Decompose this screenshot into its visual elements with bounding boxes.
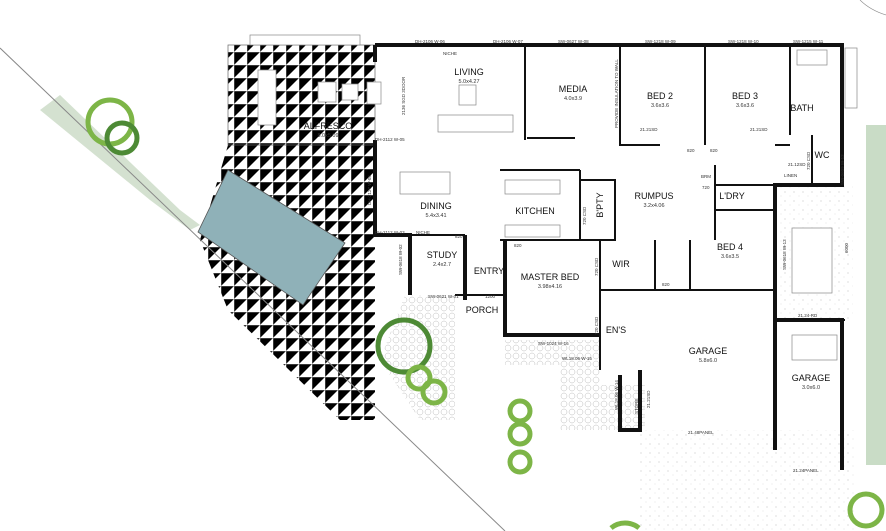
door-width: 820 [455, 234, 463, 239]
window-code: SW-0618 W-02 [398, 244, 403, 275]
room-name-store: STORE [634, 399, 639, 414]
door-code: 720 CSD [594, 316, 599, 335]
room-size: 5.8x6.0 [699, 358, 717, 364]
door-code: 21.12SD [788, 162, 806, 167]
trees [85, 97, 885, 531]
window-code: SW-0621 W-01 [428, 294, 459, 299]
window-code: DH-2112 W-05 [375, 137, 405, 142]
window-code: SW-0627 W-08 [558, 39, 589, 44]
room-name-alfresco: ALFRESCO [304, 121, 353, 131]
room-name-brm: BRM [701, 174, 711, 179]
room-size: 4.0x3.9 [564, 96, 582, 102]
neighbour-hatch [866, 125, 886, 465]
window-code: SW-1218 W-09 [645, 39, 676, 44]
niche-label: NICHE [443, 51, 457, 56]
room-labels: ALFRESCO 8.0x5.09 LIVING 5.0x4.27 MEDIA 4.0… [304, 67, 831, 414]
room-name-bed4: BED 4 [717, 242, 743, 252]
driveway [640, 430, 855, 531]
room-name-dining: DINING [420, 201, 452, 211]
room-size: 5.0x4.27 [458, 79, 479, 85]
door-width: 720 [702, 185, 710, 190]
annotations: DH-2106 W-06 DH-2106 W-07 SW-0627 W-08 S… [367, 39, 849, 473]
room-name-master-bed: MASTER BED [521, 272, 580, 282]
window-code: WL18.06 W-15 [562, 356, 592, 361]
door-code: 21.24-RD [798, 313, 818, 318]
window-code: SW-0618 W-13 [782, 239, 787, 270]
door-code: 720 CSD [806, 151, 811, 170]
door-code: 2136 SGD 3DOOR [401, 76, 406, 115]
door-width: 820 [710, 148, 718, 153]
room-name-kitchen: KITCHEN [515, 206, 555, 216]
door-code: 21.21SD [750, 127, 768, 132]
room-size: 5.4x3.41 [425, 213, 446, 219]
door-code: 720 CSD [582, 206, 587, 225]
door-code: 720 CSD [594, 257, 599, 276]
room-name-bed3: BED 3 [732, 91, 758, 101]
niche-label: NICHE [416, 230, 430, 235]
window-code: SW-1215 W-11 [793, 39, 824, 44]
room-name-wir: WIR [612, 259, 630, 269]
window-code: SW-1218 W-10 [728, 39, 759, 44]
room-name-entry: ENTRY [474, 266, 504, 276]
window-code: SW-1024 W-16 [538, 341, 569, 346]
window-code: DH-2127 W-04 [367, 175, 372, 205]
room-name-bath: BATH [790, 103, 813, 113]
room-name-media: MEDIA [559, 84, 588, 94]
window-code: DH-2106 W-07 [493, 39, 523, 44]
door-width: 820 [514, 243, 522, 248]
room-name-butlers-pantry: B'PTY [595, 192, 605, 217]
door-width: 1200 [485, 294, 496, 299]
room-size: 3.2x4.06 [643, 203, 664, 209]
room-name-rumpus: RUMPUS [634, 191, 673, 201]
garden-bed [505, 340, 645, 430]
room-size: 8.0x5.09 [317, 133, 338, 139]
window-code: WL18.06 W-14 [614, 380, 619, 410]
pool [197, 169, 346, 306]
room-name-bed2: BED 2 [647, 91, 673, 101]
room-name-living: LIVING [454, 67, 484, 77]
door-width: 820 [687, 148, 695, 153]
room-name-garage-main: GARAGE [689, 346, 728, 356]
room-size: 3.0x6.0 [802, 385, 820, 391]
garage-door-code: 21.48PANEL [688, 430, 714, 435]
room-name-porch: PORCH [466, 305, 499, 315]
room-size: 3.6x3.5 [721, 254, 739, 260]
room-name-garage-second: GARAGE [792, 373, 831, 383]
window-code: SW-0609 W-12 [840, 154, 845, 185]
door-code: 21.21SD [640, 127, 658, 132]
door-width: 820 [662, 282, 670, 287]
boundary-top [859, 0, 886, 16]
room-name-wc: WC [815, 150, 830, 160]
room-size: 2.4x2.7 [433, 262, 451, 268]
window-code: DH-2112 W-03 [375, 230, 405, 235]
room-size: 3.6x3.6 [651, 103, 669, 109]
room-name-linen: LINEN [784, 173, 797, 178]
room-name-study: STUDY [427, 250, 458, 260]
door-code: 21.21SD [646, 390, 651, 408]
room-size: 3.98x4.16 [538, 284, 562, 290]
insulation-note: PROVIDE INSULATION TO WALL [614, 59, 619, 128]
window-code: DH-2106 W-06 [415, 39, 445, 44]
room-size: 3.6x3.6 [736, 103, 754, 109]
alfresco-furniture [249, 34, 858, 361]
dimension: 6000 [844, 242, 849, 253]
room-name-ensuite: EN'S [606, 325, 626, 335]
walls [373, 43, 845, 470]
room-name-laundry: L'DRY [719, 191, 745, 201]
boundary-line [0, 47, 506, 531]
garage-door-code: 21.24PANEL [793, 468, 819, 473]
garden-bed [380, 295, 455, 420]
